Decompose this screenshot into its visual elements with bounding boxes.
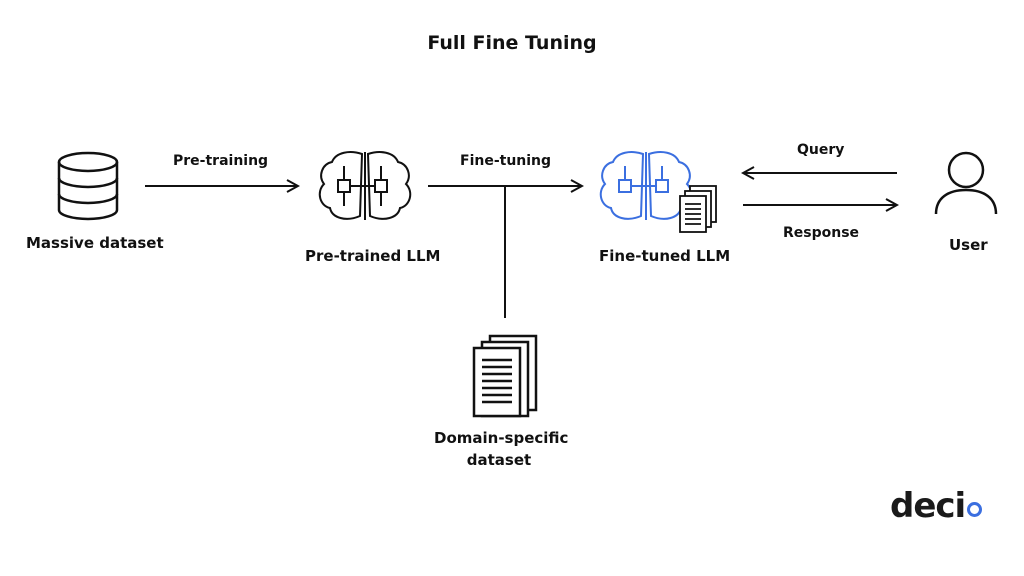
document-stack-icon xyxy=(679,185,717,233)
brain-icon xyxy=(318,151,412,220)
finetuned-llm-label: Fine-tuned LLM xyxy=(599,247,731,265)
domain-dataset-label-line1: Domain-specific xyxy=(434,429,569,447)
deci-logo: deci xyxy=(890,486,983,526)
logo-text: deci xyxy=(890,486,966,526)
massive-dataset-label: Massive dataset xyxy=(26,234,164,252)
user-icon xyxy=(934,151,998,215)
response-label: Response xyxy=(783,225,860,241)
query-label: Query xyxy=(797,142,845,158)
brain-blue-icon xyxy=(599,151,693,220)
domain-dataset-label-line2: dataset xyxy=(466,451,532,469)
pretraining-label: Pre-training xyxy=(173,153,269,169)
domain-document-stack-icon xyxy=(472,334,538,418)
pretrained-llm-label: Pre-trained LLM xyxy=(305,247,441,265)
diagram-title: Full Fine Tuning xyxy=(427,32,597,54)
user-label: User xyxy=(949,236,988,254)
logo-dot-icon xyxy=(967,502,983,517)
finetuning-label: Fine-tuning xyxy=(460,153,552,169)
database-icon xyxy=(57,151,119,221)
